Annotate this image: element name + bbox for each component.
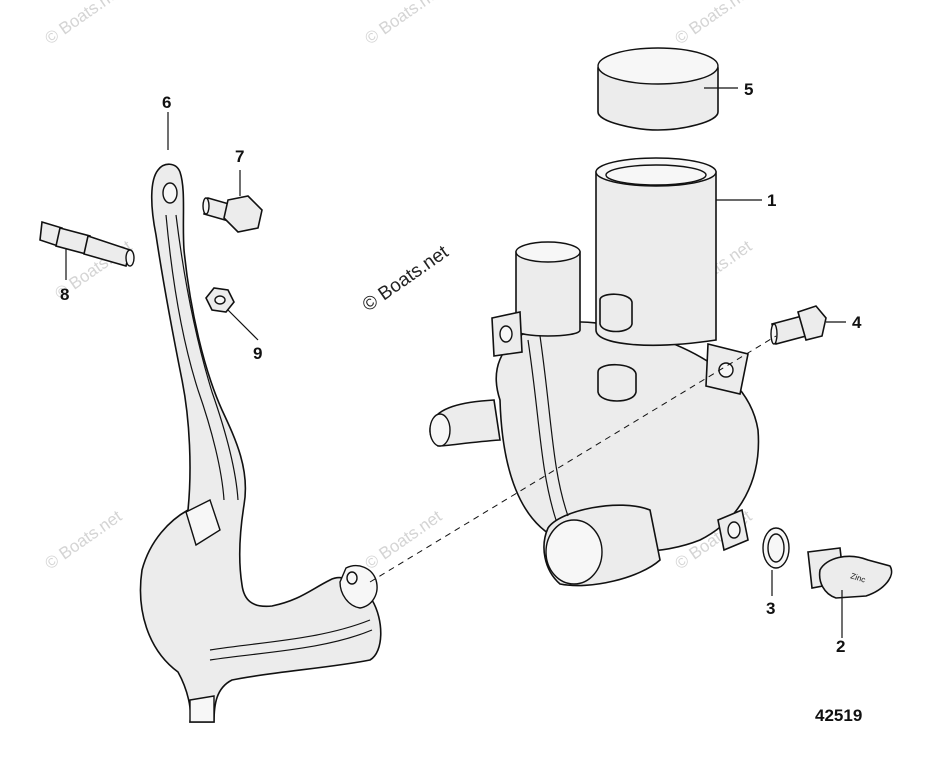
part-9-nut: [205, 287, 235, 313]
part-2-drain-plug: Zinc: [807, 547, 893, 599]
watermark-tile: © Boats.net: [361, 506, 445, 573]
callout-2: 2: [836, 637, 845, 656]
callout-3: 3: [766, 599, 775, 618]
callout-9: 9: [253, 344, 262, 363]
bracket-mount-hole: [162, 182, 178, 204]
watermark-tile: © Boats.net: [41, 506, 125, 573]
part-6-bracket: [139, 163, 382, 723]
part-5-cap: [597, 47, 719, 131]
watermark-tile: © Boats.net: [361, 0, 445, 48]
callout-7: 7: [235, 147, 244, 166]
part-8-stud: [39, 220, 135, 267]
callout-6: 6: [162, 93, 171, 112]
callout-labels: 1 2 3 4 5 6 7 8 9 42519: [60, 80, 862, 725]
callout-4: 4: [852, 313, 862, 332]
callout-8: 8: [60, 285, 69, 304]
callout-5: 5: [744, 80, 753, 99]
part-1-housing: [429, 157, 760, 587]
part-3-oring: [762, 527, 790, 569]
part-4-bolt: [770, 305, 827, 345]
diagram-number: 42519: [815, 706, 862, 725]
watermark-tile: © Boats.net: [41, 0, 125, 48]
leader-lines: [65, 87, 846, 638]
part-7-bolt: [202, 195, 263, 233]
watermark-main: © Boats.net: [359, 241, 453, 316]
bracket-lower-hole: [346, 571, 358, 585]
watermark-tile: © Boats.net: [671, 0, 755, 48]
callout-1: 1: [767, 191, 776, 210]
alignment-lines: [369, 335, 777, 583]
drain-plug-marking: Zinc: [849, 571, 866, 584]
